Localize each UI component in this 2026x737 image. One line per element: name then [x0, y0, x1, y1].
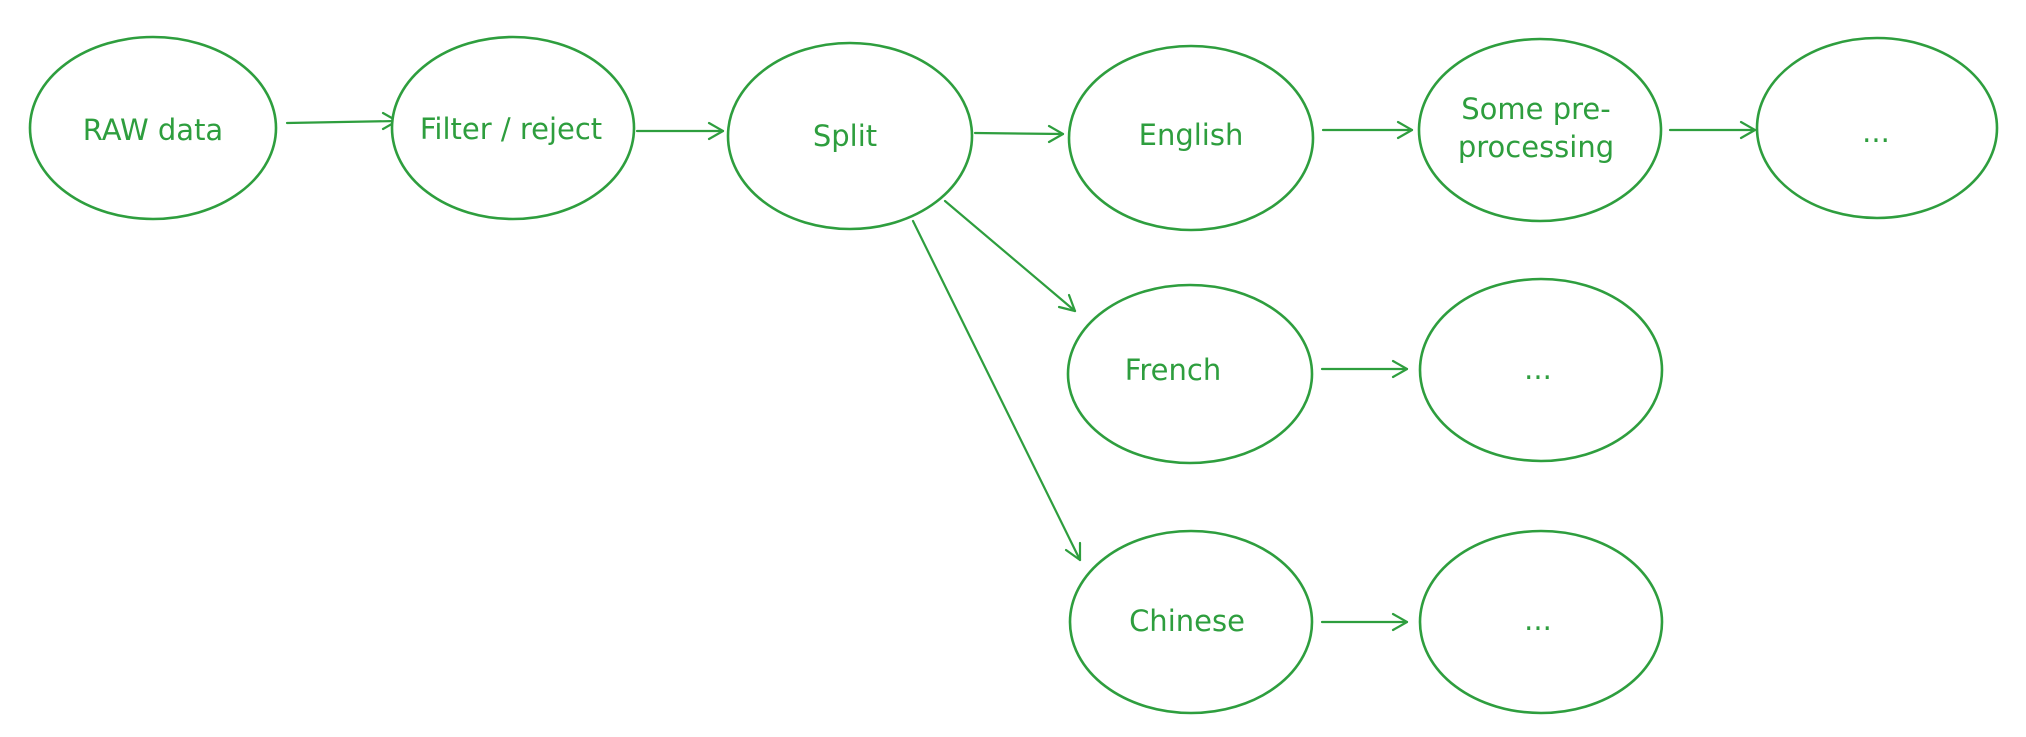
edge-split-to-chinese	[911, 219, 1082, 562]
node-french-next-label: ...	[1524, 352, 1552, 386]
node-french: French	[1066, 283, 1314, 465]
edge-filter-to-split	[635, 121, 725, 141]
node-chinese-next-label: ...	[1524, 603, 1552, 637]
node-split-label: Split	[813, 119, 877, 153]
node-raw-data: RAW data	[28, 35, 278, 221]
edge-french-to-next	[1320, 359, 1409, 379]
node-chinese-label: Chinese	[1129, 604, 1245, 638]
edge-chinese-to-next	[1320, 612, 1409, 632]
node-filter-reject: Filter / reject	[390, 35, 636, 221]
nodes: RAW data Filter / reject Split English S…	[28, 35, 1999, 715]
node-filter-reject-label: Filter / reject	[420, 112, 602, 146]
node-french-next: ...	[1418, 277, 1664, 463]
node-english-next-label: ...	[1862, 115, 1890, 149]
node-chinese-next: ...	[1418, 529, 1664, 715]
node-english: English	[1067, 44, 1315, 232]
node-english-next: ...	[1755, 36, 1999, 220]
node-raw-data-label: RAW data	[83, 113, 223, 147]
node-chinese: Chinese	[1068, 529, 1314, 715]
edge-split-to-french	[943, 199, 1077, 313]
node-split: Split	[726, 41, 974, 231]
node-preprocessing-line1: Some pre-	[1461, 92, 1610, 126]
edge-preprocessing-to-next	[1668, 120, 1757, 140]
edge-split-to-english	[973, 124, 1065, 144]
node-some-preprocessing: Some pre- processing	[1417, 37, 1663, 223]
node-french-label: French	[1125, 353, 1221, 387]
edge-raw-to-filter	[285, 111, 399, 131]
edges	[285, 111, 1757, 632]
node-preprocessing-line2: processing	[1458, 130, 1614, 164]
node-english-label: English	[1139, 118, 1244, 152]
edge-english-to-preprocessing	[1321, 120, 1414, 140]
